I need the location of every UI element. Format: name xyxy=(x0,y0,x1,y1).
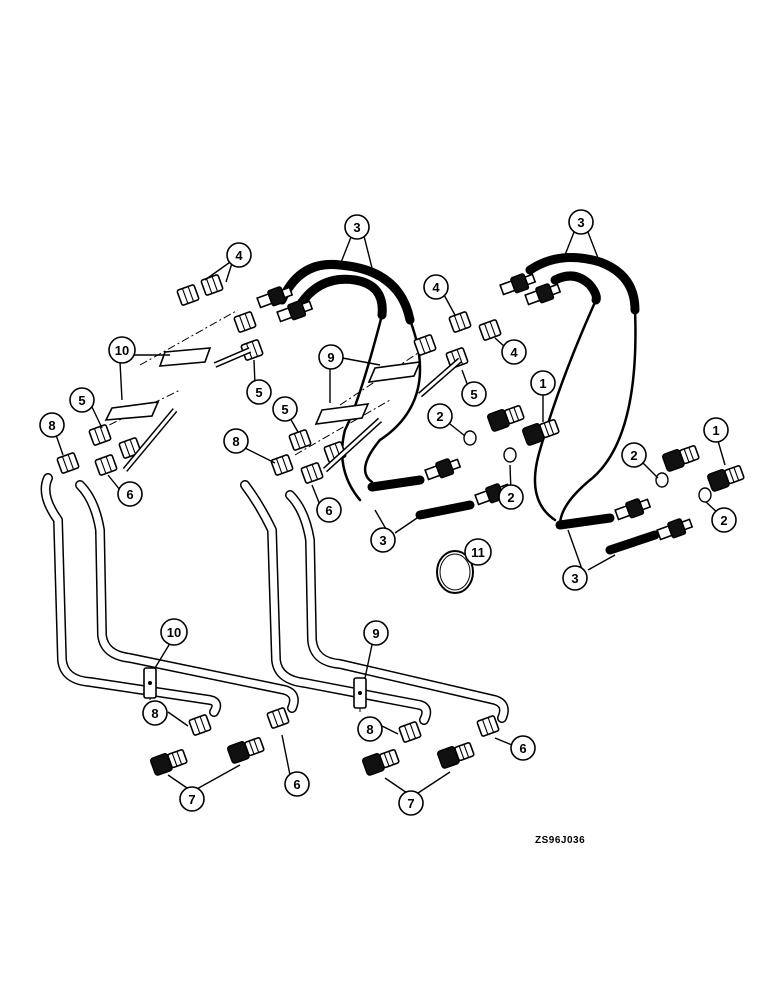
callout-5c: 5 xyxy=(272,396,298,422)
svg-text:9: 9 xyxy=(372,626,379,641)
callout-5b: 5 xyxy=(246,379,272,405)
svg-text:2: 2 xyxy=(720,513,727,528)
callout-7a: 7 xyxy=(179,786,205,812)
svg-text:2: 2 xyxy=(507,490,514,505)
svg-text:8: 8 xyxy=(366,722,373,737)
svg-text:5: 5 xyxy=(281,402,288,417)
callout-6a: 6 xyxy=(117,481,143,507)
bottom-couplers xyxy=(149,734,476,777)
callout-10a: 10 xyxy=(108,336,136,364)
svg-text:7: 7 xyxy=(188,792,195,807)
svg-text:1: 1 xyxy=(539,376,546,391)
svg-text:6: 6 xyxy=(519,741,526,756)
callout-balloons: 1 1 2 2 2 2 3 3 3 3 4 4 4 5 5 5 5 6 6 6 … xyxy=(39,209,737,816)
callout-1a: 1 xyxy=(530,370,556,396)
svg-text:3: 3 xyxy=(353,220,360,235)
svg-text:5: 5 xyxy=(470,387,477,402)
callout-5d: 5 xyxy=(461,381,487,407)
callout-11: 11 xyxy=(464,538,492,566)
svg-text:4: 4 xyxy=(235,248,243,263)
callout-4c: 4 xyxy=(501,339,527,365)
adapters-and-nuts xyxy=(56,273,502,485)
callout-3b: 3 xyxy=(568,209,594,235)
svg-text:5: 5 xyxy=(78,393,85,408)
svg-text:9: 9 xyxy=(327,350,334,365)
svg-text:8: 8 xyxy=(151,706,158,721)
callout-10b: 10 xyxy=(160,618,188,646)
callout-6c: 6 xyxy=(284,771,310,797)
callout-2a: 2 xyxy=(427,403,453,429)
callout-9a: 9 xyxy=(318,344,344,370)
steel-tube-group-left xyxy=(40,473,299,717)
svg-text:11: 11 xyxy=(471,545,485,560)
svg-text:6: 6 xyxy=(293,777,300,792)
svg-text:4: 4 xyxy=(510,345,518,360)
tube-clamps xyxy=(104,347,422,709)
svg-text:10: 10 xyxy=(115,343,129,358)
figure-code: ZS96J036 xyxy=(535,835,585,846)
svg-text:2: 2 xyxy=(436,409,443,424)
callout-6d: 6 xyxy=(510,735,536,761)
callout-8d: 8 xyxy=(357,716,383,742)
callout-6b: 6 xyxy=(316,497,342,523)
callout-5a: 5 xyxy=(69,387,95,413)
svg-text:2: 2 xyxy=(630,448,637,463)
callout-9b: 9 xyxy=(363,620,389,646)
svg-text:6: 6 xyxy=(325,503,332,518)
callout-2b: 2 xyxy=(498,484,524,510)
svg-text:8: 8 xyxy=(48,418,55,433)
hose-clamp-ring xyxy=(436,550,474,594)
callout-8a: 8 xyxy=(39,412,65,438)
callout-1b: 1 xyxy=(703,417,729,443)
bottom-fittings xyxy=(188,706,500,744)
callout-8c: 8 xyxy=(142,700,168,726)
svg-text:4: 4 xyxy=(432,280,440,295)
svg-text:3: 3 xyxy=(379,533,386,548)
svg-text:5: 5 xyxy=(255,385,262,400)
hydraulic-hose-pair-right xyxy=(525,253,660,555)
o-rings xyxy=(463,430,712,503)
callout-4b: 4 xyxy=(423,274,449,300)
svg-text:7: 7 xyxy=(407,796,414,811)
callout-7b: 7 xyxy=(398,790,424,816)
callout-3c: 3 xyxy=(370,527,396,553)
callout-8b: 8 xyxy=(223,428,249,454)
callout-2d: 2 xyxy=(711,507,737,533)
svg-text:8: 8 xyxy=(232,434,239,449)
svg-text:3: 3 xyxy=(577,215,584,230)
callout-3a: 3 xyxy=(344,214,370,240)
callout-3d: 3 xyxy=(562,565,588,591)
callout-4a: 4 xyxy=(226,242,252,268)
hydraulic-hose-pair-left xyxy=(277,259,475,520)
svg-text:3: 3 xyxy=(571,571,578,586)
svg-text:10: 10 xyxy=(167,625,181,640)
svg-text:1: 1 xyxy=(712,423,719,438)
svg-text:6: 6 xyxy=(126,487,133,502)
steel-tube-group-right xyxy=(240,480,509,725)
callout-2c: 2 xyxy=(621,442,647,468)
